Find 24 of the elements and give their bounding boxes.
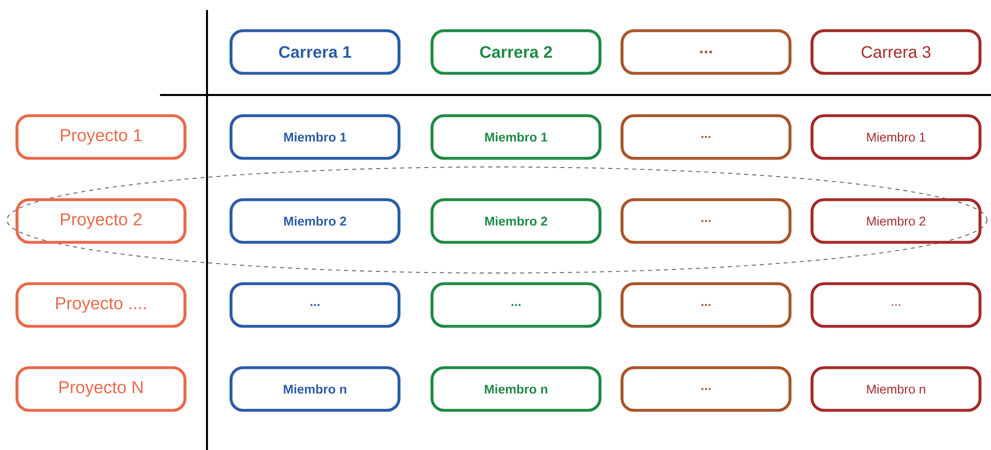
- member-box: ...: [810, 282, 982, 328]
- column-header: ...: [620, 29, 792, 75]
- project-box: Proyecto ....: [16, 282, 186, 328]
- member-box: ...: [620, 282, 792, 328]
- member-box: ...: [430, 282, 602, 328]
- member-box: Miembro 1: [230, 114, 400, 160]
- member-box: ...: [620, 366, 792, 412]
- member-box: ...: [620, 114, 792, 160]
- column-header: Carrera 3: [810, 29, 982, 75]
- project-box: Proyecto 2: [16, 198, 186, 244]
- member-box: Miembro n: [810, 366, 982, 412]
- member-box: Miembro n: [230, 366, 400, 412]
- column-header: Carrera 2: [430, 29, 602, 75]
- member-box: ...: [230, 282, 400, 328]
- member-box: ...: [620, 198, 792, 244]
- member-box: Miembro 2: [430, 198, 602, 244]
- project-box: Proyecto N: [16, 366, 186, 412]
- member-box: Miembro 1: [430, 114, 602, 160]
- member-box: Miembro 1: [810, 114, 982, 160]
- member-box: Miembro 2: [810, 198, 982, 244]
- project-box: Proyecto 1: [16, 114, 186, 160]
- member-box: Miembro n: [430, 366, 602, 412]
- column-header: Carrera 1: [230, 29, 400, 75]
- member-box: Miembro 2: [230, 198, 400, 244]
